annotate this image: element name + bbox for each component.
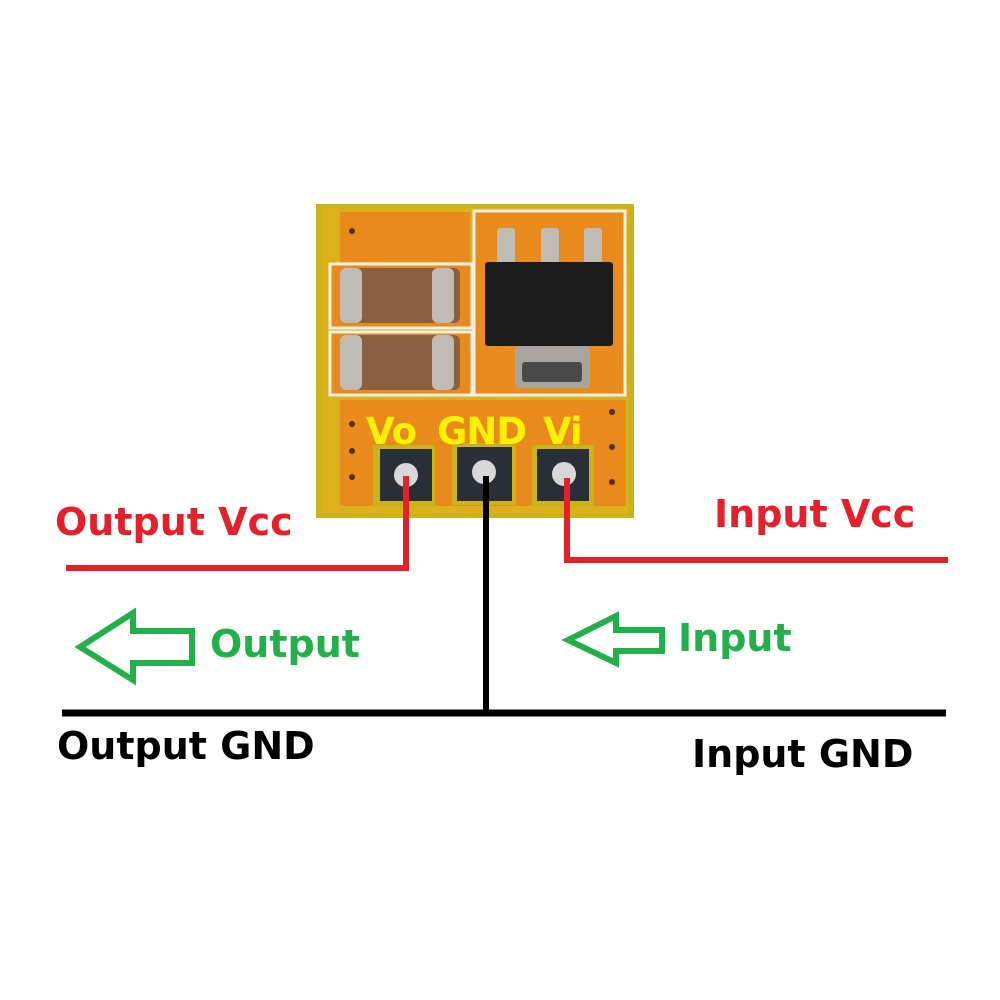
via — [609, 409, 615, 415]
input-vcc-label: Input Vcc — [714, 492, 916, 536]
pin-label-gnd: GND — [437, 410, 527, 453]
output-direction-label: Output — [210, 622, 360, 666]
via — [609, 479, 615, 485]
via — [349, 228, 355, 234]
pin-label-vi: Vi — [543, 410, 583, 453]
pad-vi — [532, 445, 594, 507]
output-gnd-label: Output GND — [57, 724, 315, 768]
output-arrow-icon — [74, 607, 195, 686]
input-direction-label: Input — [678, 616, 792, 660]
pin-label-vo: Vo — [366, 410, 417, 453]
input-arrow-icon — [561, 611, 665, 668]
via — [349, 448, 355, 454]
via — [349, 421, 355, 427]
output-vcc-label: Output Vcc — [55, 500, 293, 544]
copper-area — [340, 212, 470, 262]
via — [609, 444, 615, 450]
input-gnd-label: Input GND — [692, 732, 914, 776]
pcb-module — [316, 204, 634, 518]
capacitor-1 — [340, 268, 460, 323]
via — [349, 474, 355, 480]
regulator-ic — [485, 228, 613, 388]
output-vcc-wire — [66, 476, 409, 571]
capacitor-2 — [340, 335, 460, 390]
input-vcc-wire — [564, 478, 948, 563]
